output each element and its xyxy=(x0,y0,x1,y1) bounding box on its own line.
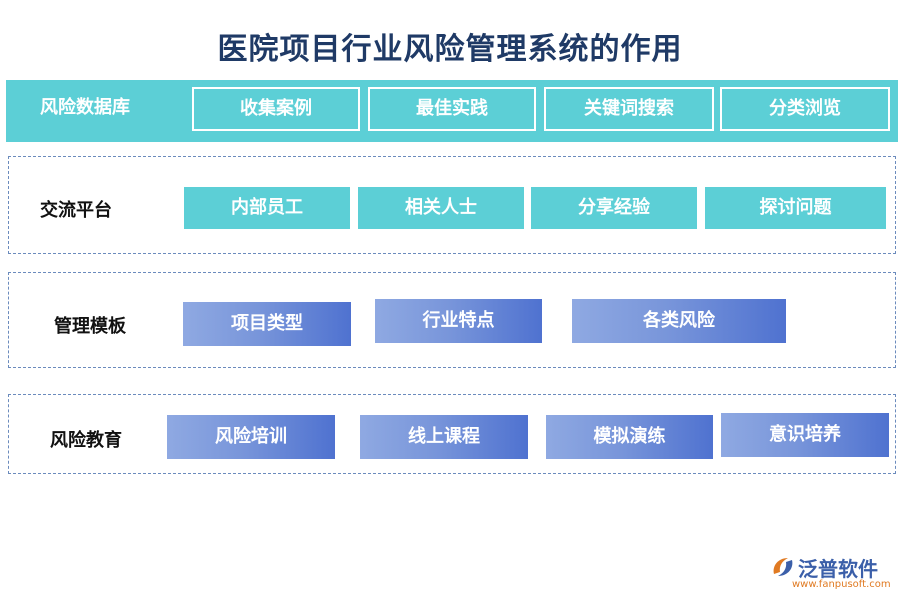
risk-database-label: 风险数据库 xyxy=(40,97,130,118)
page-title: 医院项目行业风险管理系统的作用 xyxy=(217,32,683,67)
management-template-item: 各类风险 xyxy=(572,299,786,343)
risk-education-item: 意识培养 xyxy=(721,413,889,457)
communication-platform-panel xyxy=(8,156,896,254)
communication-platform-item: 内部员工 xyxy=(184,187,350,229)
communication-platform-item: 相关人士 xyxy=(358,187,524,229)
risk-database-item: 收集案例 xyxy=(192,87,360,131)
risk-database-row xyxy=(6,80,898,142)
communication-platform-item: 探讨问题 xyxy=(705,187,886,229)
communication-platform-label: 交流平台 xyxy=(40,200,112,221)
management-template-item: 行业特点 xyxy=(375,299,542,343)
risk-education-item: 风险培训 xyxy=(167,415,335,459)
risk-education-item: 线上课程 xyxy=(360,415,528,459)
management-template-panel xyxy=(8,272,896,368)
risk-education-label: 风险教育 xyxy=(50,430,122,451)
fanpu-logo: 泛普软件 www.fanpusoft.com xyxy=(770,552,896,592)
logo-url: www.fanpusoft.com xyxy=(792,579,891,590)
risk-education-item: 模拟演练 xyxy=(546,415,713,459)
communication-platform-item: 分享经验 xyxy=(531,187,697,229)
risk-education-panel xyxy=(8,394,896,474)
risk-database-item: 分类浏览 xyxy=(720,87,890,131)
management-template-label: 管理模板 xyxy=(54,316,126,337)
fanpu-logo-icon xyxy=(773,558,793,576)
risk-database-item: 最佳实践 xyxy=(368,87,536,131)
logo-name: 泛普软件 xyxy=(798,557,878,581)
management-template-item: 项目类型 xyxy=(183,302,351,346)
risk-database-item: 关键词搜索 xyxy=(544,87,714,131)
